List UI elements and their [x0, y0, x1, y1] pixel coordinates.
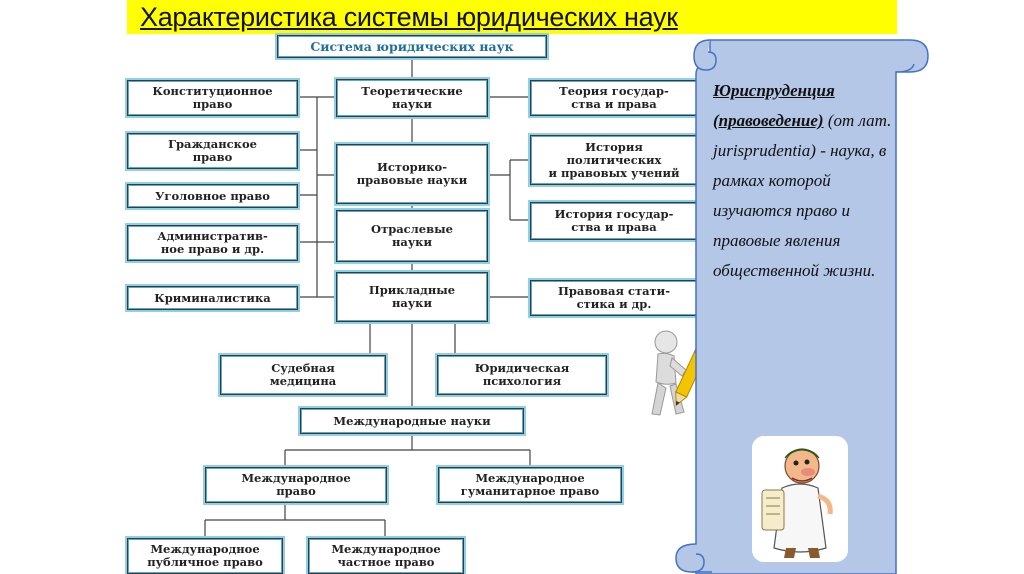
definition-text: Юриспруденция (правоведение) (от лат. ju… [713, 76, 893, 286]
right-box-history-state-law: История государ- ства и права [530, 202, 698, 240]
box-legal-psychology: Юридическая психология [437, 355, 607, 395]
center-box-theoretical: Теоретические науки [336, 79, 488, 117]
left-box-civil: Гражданское право [127, 133, 298, 169]
box-forensic-medicine: Судебная медицина [220, 355, 386, 395]
definition-term: Юриспруденция (правоведение) [713, 81, 835, 130]
box-international-public-law: Международное публичное право [127, 538, 283, 574]
definition-body: (от лат. jurisprudentia) - наука, в рамк… [713, 111, 892, 280]
root-box: Система юридических наук [277, 35, 547, 58]
left-box-criminal: Уголовное право [127, 184, 298, 208]
left-box-constitutional: Конституционное право [127, 80, 298, 116]
box-international-private-law: Международное частное право [308, 538, 464, 574]
title-highlight [127, 0, 897, 34]
center-box-branch: Отраслевые науки [336, 210, 488, 262]
center-box-historical: Историко- правовые науки [336, 144, 488, 204]
right-box-legal-statistics: Правовая стати- стика и др. [530, 280, 698, 316]
right-box-theory-state-law: Теория государ- ства и права [530, 80, 698, 116]
slide-title: Характеристика системы юридических наук [140, 2, 678, 32]
scroll-panel [675, 39, 929, 574]
scholar-with-scroll-icon [752, 436, 848, 562]
left-box-administrative: Административ- ное право и др. [127, 225, 298, 261]
center-box-applied: Прикладные науки [336, 272, 488, 322]
box-international-humanitarian-law: Международное гуманитарное право [438, 467, 622, 503]
box-international-law: Международное право [205, 467, 387, 503]
box-international-sciences: Международные науки [300, 408, 524, 434]
left-box-criminalistics: Криминалистика [127, 286, 298, 310]
